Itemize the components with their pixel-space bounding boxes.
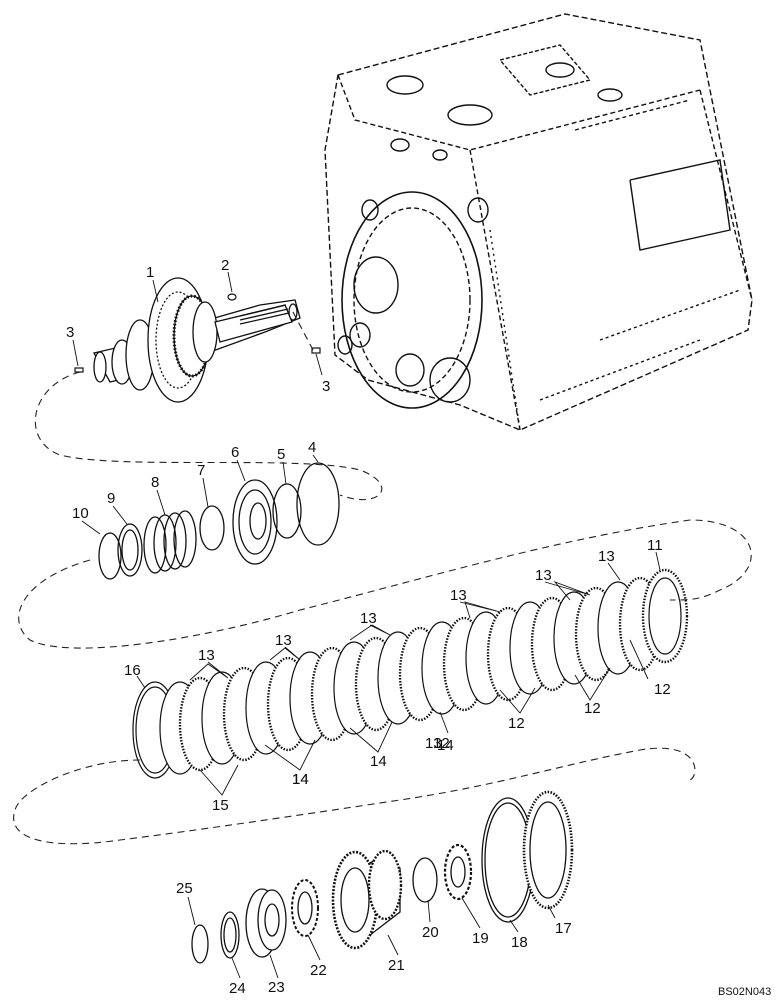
shaft-assembly xyxy=(93,277,301,403)
callout-12: 12 xyxy=(508,715,525,732)
part-6-shape xyxy=(232,479,278,565)
callout-24: 24 xyxy=(229,980,246,997)
callout-13: 13 xyxy=(275,632,292,649)
callout-7: 7 xyxy=(197,462,205,479)
callout-6: 6 xyxy=(231,444,239,461)
callout-20: 20 xyxy=(422,924,439,941)
part-5-shape xyxy=(272,483,302,539)
callout-18: 18 xyxy=(511,934,528,951)
callout-2: 2 xyxy=(221,257,229,274)
callout-1: 1 xyxy=(146,264,154,281)
part-17-shape xyxy=(522,790,574,910)
callout-14: 14 xyxy=(292,771,309,788)
callout-9: 9 xyxy=(107,490,115,507)
callout-13: 13 xyxy=(535,567,552,584)
callout-4: 4 xyxy=(308,439,316,456)
callout-14: 14 xyxy=(437,737,454,754)
plug-parts xyxy=(74,293,321,373)
piston-group xyxy=(98,462,340,580)
part-8-shape xyxy=(143,516,167,574)
callout-14: 14 xyxy=(370,753,387,770)
figure-code: BS02N043 xyxy=(718,986,771,998)
callout-8: 8 xyxy=(151,474,159,491)
callout-23: 23 xyxy=(268,979,285,996)
callout-25: 25 xyxy=(176,880,193,897)
callout-13: 13 xyxy=(450,587,467,604)
callout-3: 3 xyxy=(322,378,330,395)
callout-14: 14 xyxy=(292,771,309,788)
callout-10: 10 xyxy=(72,505,89,522)
callout-11: 11 xyxy=(647,537,663,554)
callout-13: 13 xyxy=(360,610,377,627)
clutch-pack xyxy=(132,568,689,779)
callout-17: 17 xyxy=(555,920,572,937)
callout-12: 12 xyxy=(654,681,671,698)
callout-12: 12 xyxy=(584,700,601,717)
part-22-shape xyxy=(291,879,319,937)
callout-15: 15 xyxy=(212,797,229,814)
leader-lines xyxy=(72,271,661,979)
callout-22: 22 xyxy=(310,962,327,979)
part-9-shape xyxy=(117,523,143,577)
callout-13: 13 xyxy=(598,548,615,565)
part-25-shape xyxy=(191,924,209,964)
callout-12: 12 xyxy=(433,735,450,752)
output-gear-group xyxy=(191,790,574,964)
callout-13: 13 xyxy=(425,735,442,752)
callout-16: 16 xyxy=(124,662,141,679)
callout-labels: 1 2 3 3 4 5 6 7 8 9 10 11 12 12 12 12 13… xyxy=(66,257,671,997)
callout-21: 21 xyxy=(388,957,405,974)
transmission-housing xyxy=(324,13,753,431)
callout-19: 19 xyxy=(472,930,489,947)
callout-13: 13 xyxy=(198,647,215,664)
part-10-shape xyxy=(98,532,122,580)
callout-3: 3 xyxy=(66,324,74,341)
part-4-shape xyxy=(296,462,340,546)
part-7-shape xyxy=(199,505,225,551)
part-20-shape xyxy=(412,857,438,903)
part-19-shape xyxy=(443,843,473,901)
callout-5: 5 xyxy=(277,446,285,463)
part-24-shape xyxy=(220,911,240,959)
grouping-outlines xyxy=(13,311,752,845)
